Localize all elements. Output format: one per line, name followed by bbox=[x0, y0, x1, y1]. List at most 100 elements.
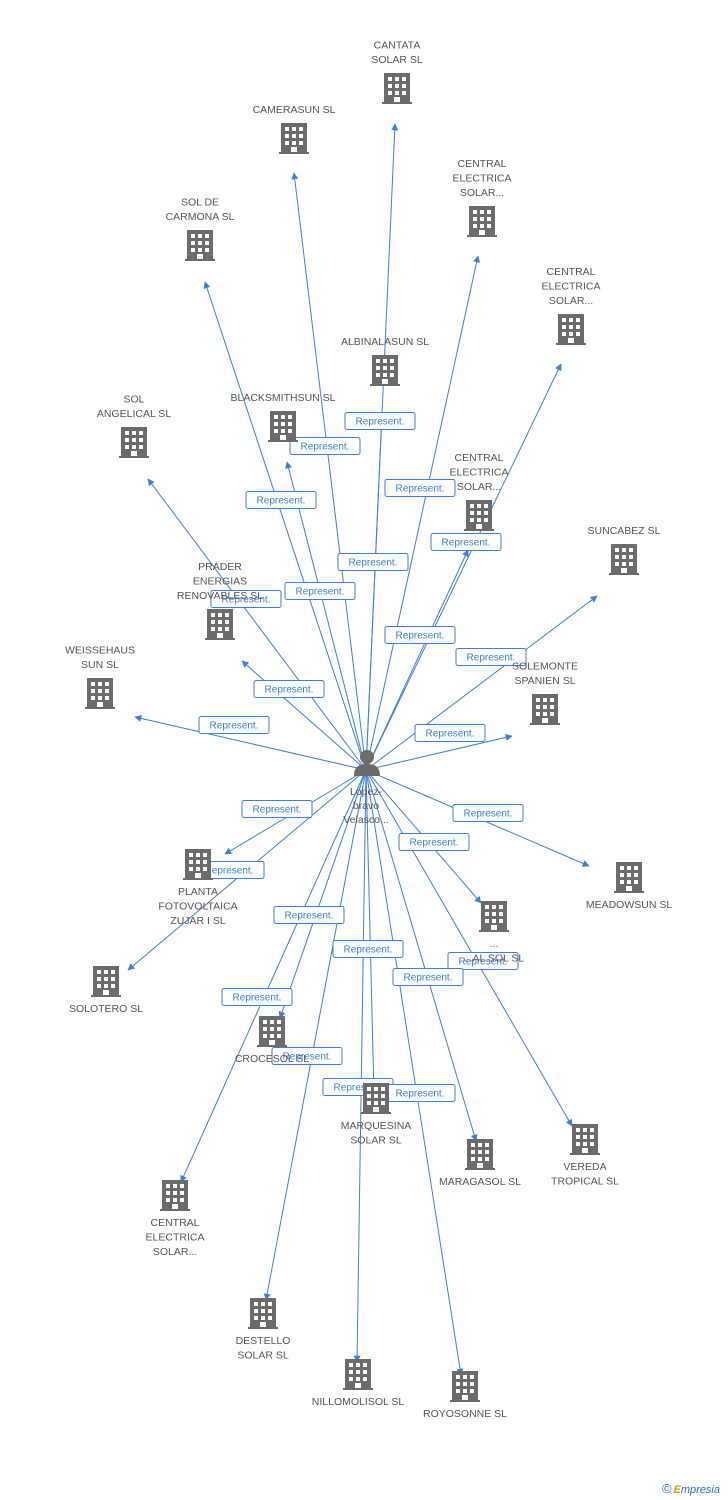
company-node-central4[interactable]: CENTRALELECTRICASOLAR... bbox=[146, 1180, 205, 1258]
edge-label-camerasun[interactable]: Represent. bbox=[289, 437, 361, 455]
edge-central2 bbox=[365, 363, 562, 771]
company-node-central1[interactable]: CENTRALELECTRICASOLAR... bbox=[453, 158, 512, 237]
edge-label-box bbox=[384, 479, 456, 497]
edge-label-maragasol[interactable]: Represent. bbox=[447, 952, 519, 970]
company-label-line: MARQUESINA bbox=[341, 1120, 412, 1132]
company-label-line: PLANTA bbox=[178, 886, 218, 898]
company-node-crocesol[interactable]: CROCESOL SL bbox=[235, 1016, 309, 1065]
company-node-royosonne[interactable]: ROYOSONNE SL bbox=[423, 1371, 507, 1420]
building-icon bbox=[343, 1359, 373, 1390]
edge-label-vereda[interactable]: Represent. bbox=[392, 968, 464, 986]
edge-label-solangelical[interactable]: Represent. bbox=[284, 582, 356, 600]
edge-label-box bbox=[337, 553, 409, 571]
company-node-nillomolisol[interactable]: NILLOMOLISOL SL bbox=[312, 1359, 405, 1408]
edge-blacksmithsun bbox=[285, 461, 367, 771]
company-label-line: FOTOVOLTAICA bbox=[158, 901, 237, 913]
company-node-solotero[interactable]: SOLOTERO SL bbox=[69, 966, 143, 1015]
company-node-camerasun[interactable]: CAMERASUN SL bbox=[253, 104, 336, 154]
edge-label-text: Represent. bbox=[285, 911, 334, 922]
company-label-line: CROCESOL SL bbox=[235, 1053, 309, 1065]
company-node-central2[interactable]: CENTRALELECTRICASOLAR... bbox=[542, 266, 601, 345]
edge-central3 bbox=[365, 549, 469, 771]
edge-label-central2[interactable]: Represent. bbox=[430, 533, 502, 551]
edge-label-box bbox=[452, 804, 524, 822]
company-label-line: PRADER bbox=[198, 561, 242, 573]
company-label-line: SOLAR SL bbox=[350, 1135, 402, 1147]
edge-label-text: Represent. bbox=[459, 957, 508, 968]
edge-label-weissehaus[interactable]: Represent. bbox=[198, 716, 270, 734]
company-label-line: ELECTRICA bbox=[542, 281, 601, 293]
building-icon bbox=[85, 678, 115, 709]
company-label-line: ... bbox=[490, 938, 499, 950]
company-label-line: ELECTRICA bbox=[453, 173, 512, 185]
edge-label-solemonte[interactable]: Represent. bbox=[414, 724, 486, 742]
company-label-line: SOLAR SL bbox=[371, 54, 423, 66]
edge-label-planta[interactable]: Represent. bbox=[241, 800, 313, 818]
edge-label-solsl[interactable]: Represent. bbox=[398, 833, 470, 851]
company-node-central3[interactable]: CENTRALELECTRICASOLAR... bbox=[450, 452, 509, 531]
company-label-line: ROYOSONNE SL bbox=[423, 1408, 507, 1420]
edge-label-solotero[interactable]: Represent. bbox=[193, 861, 265, 879]
center-label-line-2: bravo bbox=[353, 800, 379, 812]
center-person-node[interactable]: Lopez- bravo Velasco... bbox=[343, 750, 389, 826]
edge-prader bbox=[241, 660, 367, 771]
edge-label-crocesol[interactable]: Represent. bbox=[273, 906, 345, 924]
company-node-blacksmithsun[interactable]: BLACKSMITHSUN SL bbox=[230, 392, 336, 442]
company-node-suncabez[interactable]: SUNCABEZ SL bbox=[588, 525, 661, 575]
company-label-line: SOLOTERO SL bbox=[69, 1003, 143, 1015]
edge-label-central3[interactable]: Represent. bbox=[384, 626, 456, 644]
edge-label-soldecarmona[interactable]: Represent. bbox=[245, 491, 317, 509]
edge-label-royosonne[interactable]: Represent. bbox=[384, 1084, 456, 1102]
edge-label-albinalasun[interactable]: Represent. bbox=[337, 553, 409, 571]
company-label-line: BLACKSMITHSUN SL bbox=[230, 392, 335, 404]
company-label-line: VEREDA bbox=[563, 1161, 606, 1173]
edge-label-suncabez[interactable]: Represent. bbox=[455, 648, 527, 666]
company-node-solsl[interactable]: ... ...AL SOL SL bbox=[464, 901, 525, 965]
edge-label-text: Represent. bbox=[265, 685, 314, 696]
company-node-marquesina[interactable]: MARQUESINA SOLAR SL bbox=[341, 1083, 412, 1147]
edge-camerasun bbox=[291, 172, 367, 771]
edges-layer bbox=[127, 123, 598, 1376]
company-node-meadowsun[interactable]: MEADOWSUN SL bbox=[586, 862, 673, 911]
building-icon bbox=[467, 206, 497, 237]
footer-brand[interactable]: ©Empresia bbox=[662, 1481, 720, 1496]
edge-label-prader[interactable]: Represent. bbox=[253, 680, 325, 698]
edge-label-central1[interactable]: Represent. bbox=[384, 479, 456, 497]
company-label-line: SPANIEN SL bbox=[514, 675, 575, 687]
company-label-line: ...AL SOL SL bbox=[464, 953, 525, 965]
edge-royosonne bbox=[365, 769, 464, 1376]
edge-label-box bbox=[198, 716, 270, 734]
company-node-albinalasun[interactable]: ALBINALASUN SL bbox=[341, 336, 429, 386]
edge-label-marquesina[interactable]: Represent. bbox=[332, 940, 404, 958]
edge-label-text: Represent. bbox=[344, 945, 393, 956]
edge-nillomolisol bbox=[353, 769, 367, 1363]
edge-label-meadowsun[interactable]: Represent. bbox=[452, 804, 524, 822]
edge-label-cantata[interactable]: Represent. bbox=[344, 412, 416, 430]
edge-solemonte bbox=[365, 734, 513, 771]
building-icon bbox=[185, 230, 215, 261]
edge-label-central4[interactable]: Represent. bbox=[221, 988, 293, 1006]
edge-label-destello[interactable]: Represent. bbox=[271, 1047, 343, 1065]
building-icon bbox=[570, 1124, 600, 1155]
edge-label-text: Represent. bbox=[349, 558, 398, 569]
company-label-line: SUNCABEZ SL bbox=[588, 525, 661, 537]
edge-suncabez bbox=[365, 595, 598, 771]
company-label-line: ANGELICAL SL bbox=[97, 408, 171, 420]
building-icon bbox=[257, 1016, 287, 1047]
company-label-line: SOLAR... bbox=[153, 1246, 197, 1258]
company-node-maragasol[interactable]: MARAGASOL SL bbox=[439, 1139, 521, 1188]
building-icon bbox=[479, 901, 509, 932]
building-icon bbox=[530, 694, 560, 725]
edge-label-blacksmithsun[interactable]: Represent. bbox=[210, 590, 282, 608]
edge-label-text: Represent. bbox=[396, 1089, 445, 1100]
